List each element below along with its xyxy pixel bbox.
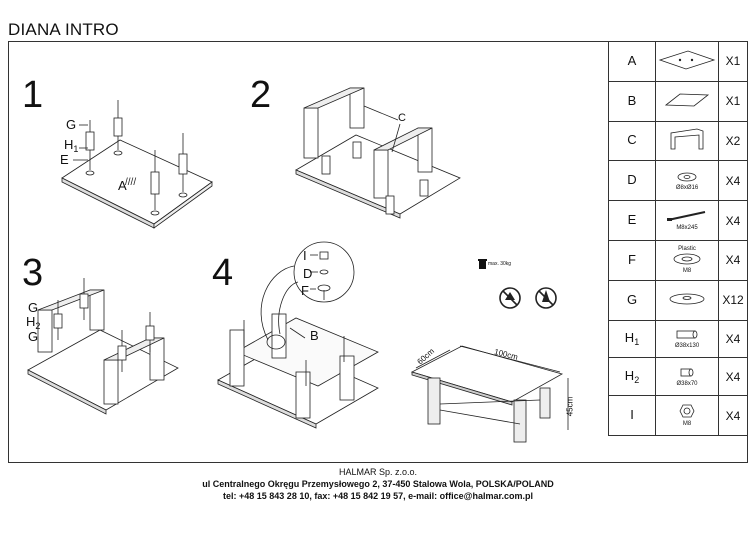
part-quantity: X12 — [718, 279, 748, 321]
part-quantity: X2 — [718, 120, 748, 162]
leg-frame-icon — [667, 129, 707, 154]
part-image: Ø8xØ16 — [655, 160, 719, 202]
part-top-caption: Plastic — [678, 245, 696, 252]
footer-address: ul Centralnego Okręgu Przemysłowego 2, 3… — [202, 479, 554, 489]
nut-icon — [679, 404, 695, 421]
part-letter: B — [608, 80, 656, 122]
step4-label-i: I — [303, 248, 307, 263]
part-image — [655, 120, 719, 162]
part-letter: I — [608, 395, 656, 436]
parts-row: A X1 — [608, 41, 748, 82]
step-number-4: 4 — [212, 252, 234, 294]
footer-contact: tel: +48 15 843 28 10, fax: +48 15 842 1… — [223, 491, 533, 501]
part-letter: E — [608, 200, 656, 241]
footer-company: HALMAR Sp. z.o.o. — [338, 467, 418, 477]
part-letter: G — [608, 279, 656, 321]
washer-icon — [676, 170, 698, 185]
glass-pad-icon — [667, 293, 707, 309]
part-image: M8x245 — [655, 200, 719, 241]
finished-table — [410, 345, 569, 443]
part-quantity: X4 — [718, 239, 748, 281]
part-quantity: X4 — [718, 319, 748, 359]
step4-label-b: B — [310, 328, 319, 343]
assembly-diagram: //// — [27, 87, 569, 443]
step1-label-a: A — [118, 178, 127, 193]
parts-row: E M8x245 X4 — [608, 200, 748, 241]
parts-row: G X12 — [608, 279, 748, 321]
part-caption: Ø38x130 — [674, 342, 700, 349]
part-image: M8 — [655, 395, 719, 436]
max-weight-note: max. 30kg — [488, 261, 512, 267]
part-image — [655, 41, 719, 82]
part-caption: Ø38x70 — [676, 380, 698, 387]
parts-row: D Ø8xØ16 X4 — [608, 160, 748, 202]
part-image: Ø38x130 — [655, 319, 719, 359]
step2-label-c: C — [398, 112, 406, 124]
instructions-frame — [8, 41, 748, 463]
part-caption: M8 — [682, 420, 692, 427]
step2-drawing — [295, 87, 461, 219]
step1-label-e: E — [60, 152, 69, 167]
step3-label-g-bottom: G — [28, 329, 39, 344]
care-symbols — [478, 259, 557, 309]
part-image: Ø38x70 — [655, 357, 719, 397]
part-caption: Ø8xØ16 — [675, 184, 699, 191]
part-caption: M8 — [682, 267, 692, 274]
glass-top-icon — [658, 50, 716, 74]
long-spacer-icon — [675, 328, 699, 343]
part-caption: M8x245 — [676, 224, 698, 231]
part-letter: H2 — [608, 357, 656, 397]
document-title: DIANA INTRO — [8, 20, 119, 39]
part-letter: F — [608, 239, 656, 281]
part-quantity: X1 — [718, 41, 748, 82]
part-image — [655, 80, 719, 122]
step4-label-d: D — [303, 266, 313, 281]
parts-row: C X2 — [608, 120, 748, 162]
step3-label-h: H2 — [26, 314, 41, 331]
part-quantity: X4 — [718, 200, 748, 241]
part-quantity: X4 — [718, 395, 748, 436]
rod-icon — [665, 210, 709, 225]
part-letter: C — [608, 120, 656, 162]
svg-text:////: //// — [125, 177, 136, 188]
step1-label-h: H1 — [64, 137, 79, 154]
part-letter: H1 — [608, 319, 656, 359]
step3-label-g-top: G — [28, 300, 39, 315]
step1-drawing: //// — [61, 100, 213, 229]
step1-label-g: G — [66, 117, 77, 132]
part-quantity: X1 — [718, 80, 748, 122]
dimension-height: 45cm — [565, 396, 575, 417]
step-number-2: 2 — [250, 74, 272, 116]
step3-drawing — [27, 278, 179, 415]
step4-label-f: F — [301, 283, 309, 298]
plastic-washer-icon — [672, 253, 702, 268]
parts-row: I M8 X4 — [608, 395, 748, 436]
step-number-1: 1 — [22, 74, 44, 116]
part-quantity: X4 — [718, 357, 748, 397]
parts-row: B X1 — [608, 80, 748, 122]
part-letter: A — [608, 41, 656, 82]
step4-drawing — [217, 241, 379, 429]
part-image — [655, 279, 719, 321]
short-spacer-icon — [678, 366, 696, 381]
step-number-3: 3 — [22, 252, 44, 294]
part-letter: D — [608, 160, 656, 202]
part-quantity: X4 — [718, 160, 748, 202]
glass-shelf-icon — [662, 93, 712, 112]
